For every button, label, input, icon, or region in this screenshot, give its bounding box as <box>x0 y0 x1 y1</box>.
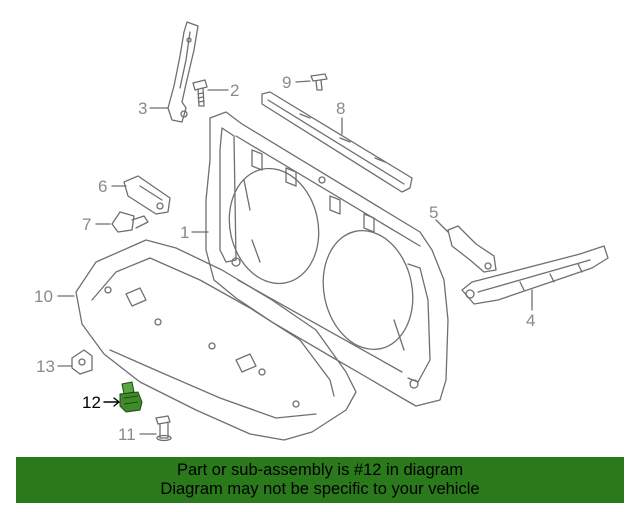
callout-11: 11 <box>118 425 136 444</box>
part-1-core-support <box>205 111 449 407</box>
callout-1: 1 <box>180 223 190 242</box>
info-banner: Part or sub-assembly is #12 in diagram D… <box>16 457 624 503</box>
part-10-undercover <box>75 239 357 441</box>
part-5-bracket <box>447 225 497 273</box>
part-2-bolt <box>192 79 208 107</box>
part-6-bracket <box>123 175 171 215</box>
callout-5: 5 <box>429 203 439 222</box>
part-3-bracket <box>167 21 199 123</box>
callout-2: 2 <box>230 81 240 100</box>
callout-12: 12 <box>82 393 101 412</box>
callout-13: 13 <box>36 357 55 376</box>
part-11-stud <box>155 415 172 442</box>
parts-diagram <box>57 21 609 442</box>
part-4-rail <box>461 245 609 305</box>
leader-5 <box>435 219 449 233</box>
callout-9: 9 <box>282 73 292 92</box>
callout-3: 3 <box>138 99 148 118</box>
callout-6: 6 <box>98 177 108 196</box>
banner-line-part: Part or sub-assembly is #12 in diagram <box>176 461 464 479</box>
callout-8: 8 <box>336 99 346 118</box>
banner-line-disclaimer: Diagram may not be specific to your vehi… <box>160 480 480 498</box>
part-12-highlighted <box>119 381 143 413</box>
leader-9 <box>295 80 311 83</box>
part-13-clip <box>71 349 93 375</box>
part-8-cover <box>261 91 413 193</box>
part-7-clip <box>111 211 149 233</box>
callout-7: 7 <box>82 215 92 234</box>
callout-10: 10 <box>34 287 53 306</box>
callout-4: 4 <box>526 311 536 330</box>
part-9-clip <box>310 73 328 91</box>
